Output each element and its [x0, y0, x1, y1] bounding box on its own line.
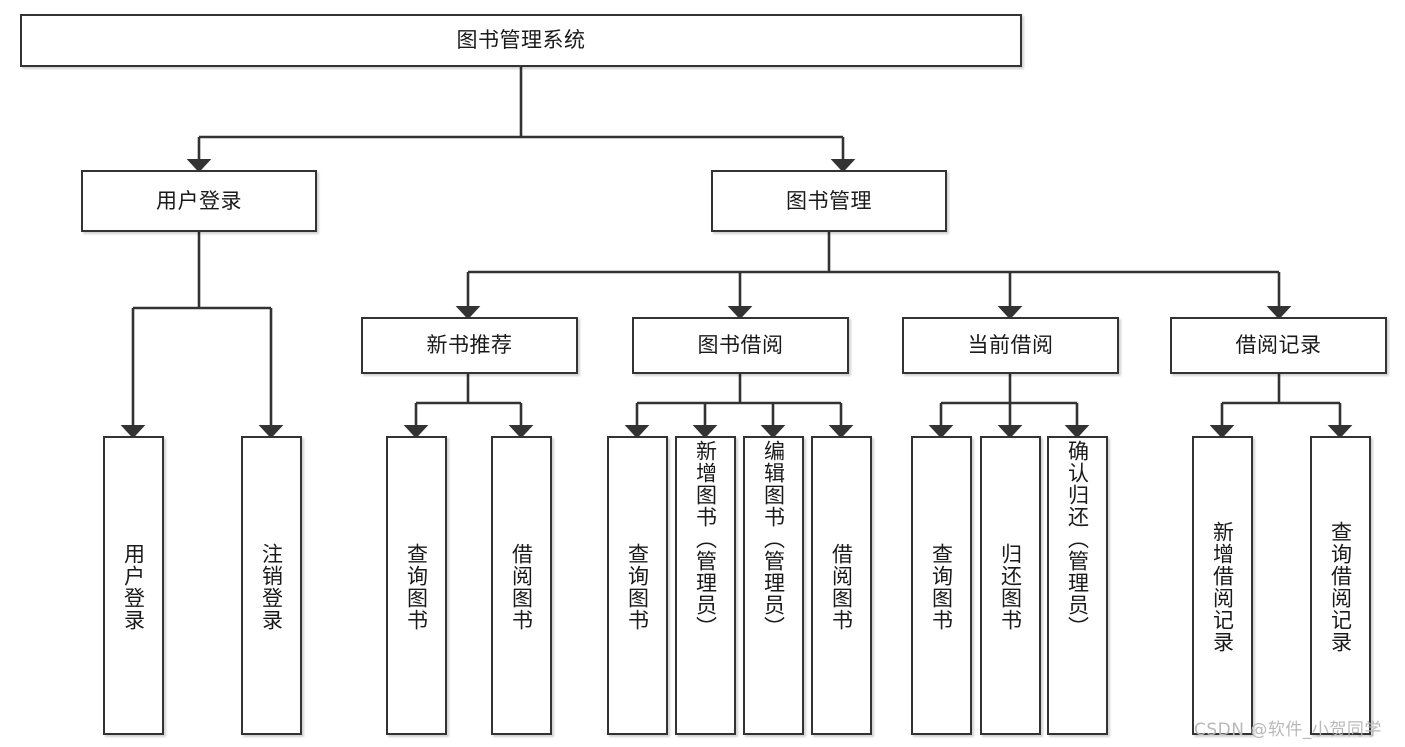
leaf-borrow-book-1[interactable]: 借阅图书 [491, 436, 552, 735]
node-root-label: 图书管理系统 [456, 28, 586, 53]
leaf-query-book-2[interactable]: 查询图书 [607, 436, 668, 735]
node-root[interactable]: 图书管理系统 [20, 14, 1022, 67]
leaf-logout-label: 注销登录 [259, 542, 284, 631]
node-book-management[interactable]: 图书管理 [711, 170, 947, 232]
leaf-add-book[interactable]: 新增图书（管理员） [675, 436, 736, 735]
leaf-return-book[interactable]: 归还图书 [980, 436, 1041, 735]
leaf-confirm-return-label: 确认归还（管理员） [1065, 440, 1090, 638]
node-new-book-recommend[interactable]: 新书推荐 [361, 317, 578, 374]
leaf-borrow-book-2[interactable]: 借阅图书 [811, 436, 872, 735]
leaf-add-record-label: 新增借阅记录 [1210, 520, 1235, 653]
node-user-login-label: 用户登录 [156, 188, 242, 213]
node-book-management-label: 图书管理 [786, 188, 872, 213]
node-borrow-record[interactable]: 借阅记录 [1170, 317, 1387, 374]
leaf-query-book-1[interactable]: 查询图书 [386, 436, 447, 735]
leaf-query-book-3-label: 查询图书 [929, 542, 954, 631]
node-book-borrow[interactable]: 图书借阅 [632, 317, 849, 374]
leaf-logout[interactable]: 注销登录 [241, 436, 302, 735]
node-current-borrow[interactable]: 当前借阅 [902, 317, 1119, 374]
node-current-borrow-label: 当前借阅 [967, 333, 1054, 358]
leaf-query-book-2-label: 查询图书 [625, 542, 650, 631]
leaf-edit-book[interactable]: 编辑图书（管理员） [743, 436, 804, 735]
leaf-add-record[interactable]: 新增借阅记录 [1192, 436, 1253, 735]
leaf-user-login[interactable]: 用户登录 [103, 436, 164, 735]
watermark: CSDN @软件_小贺同学 [1194, 720, 1382, 740]
leaf-add-book-label: 新增图书（管理员） [693, 440, 718, 638]
leaf-query-record-label: 查询借阅记录 [1328, 520, 1353, 653]
leaf-borrow-book-1-label: 借阅图书 [509, 542, 534, 631]
leaf-return-book-label: 归还图书 [998, 542, 1023, 631]
leaf-query-book-1-label: 查询图书 [404, 542, 429, 631]
node-user-login[interactable]: 用户登录 [81, 170, 317, 232]
leaf-confirm-return[interactable]: 确认归还（管理员） [1047, 436, 1108, 735]
leaf-edit-book-label: 编辑图书（管理员） [761, 440, 786, 638]
node-book-borrow-label: 图书借阅 [697, 333, 784, 358]
node-new-book-recommend-label: 新书推荐 [426, 333, 513, 358]
leaf-borrow-book-2-label: 借阅图书 [829, 542, 854, 631]
leaf-query-record[interactable]: 查询借阅记录 [1310, 436, 1371, 735]
leaf-user-login-label: 用户登录 [121, 542, 146, 631]
node-borrow-record-label: 借阅记录 [1235, 333, 1322, 358]
leaf-query-book-3[interactable]: 查询图书 [911, 436, 972, 735]
